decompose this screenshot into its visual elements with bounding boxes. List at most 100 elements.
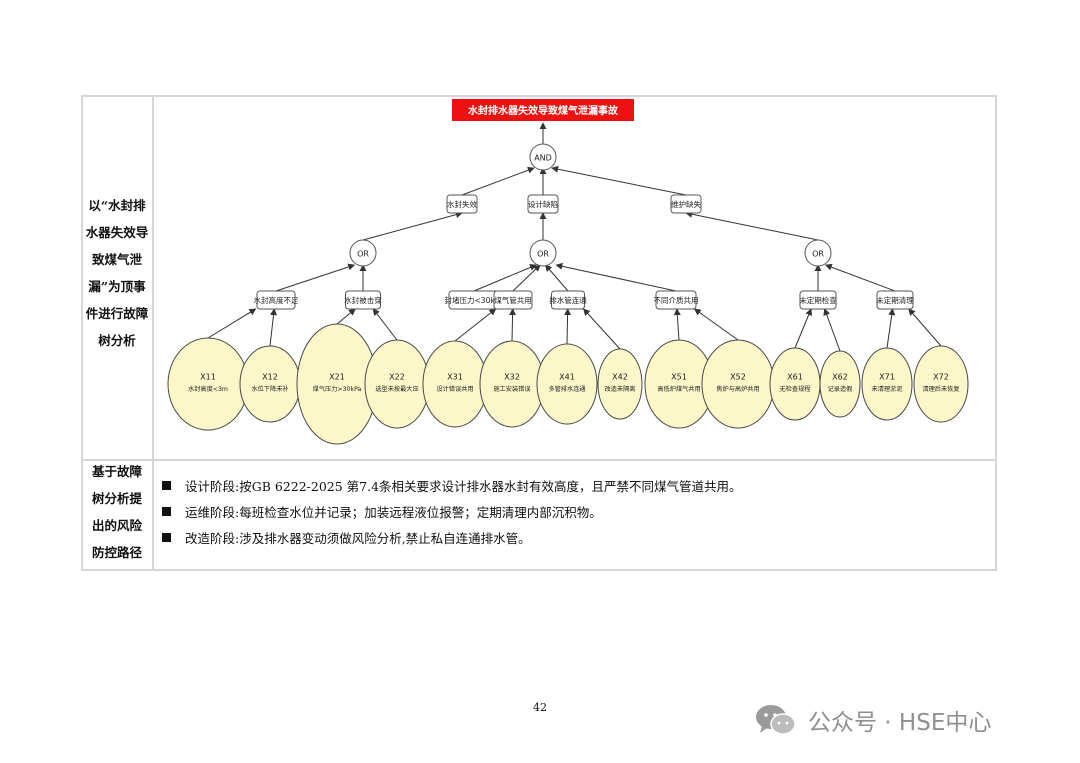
top-event-box: [452, 99, 634, 121]
tree-edge: [207, 308, 257, 339]
basic-event-x41: [536, 343, 598, 425]
tree-edge: [269, 308, 277, 347]
tree-edge: [908, 308, 942, 347]
measure-item-design: 设计阶段:按GB 6222-2025 第7.4条相关要求设计排水器水封有效高度，…: [162, 472, 982, 498]
sub-event-2-4-label: 不同介质共用: [654, 295, 699, 305]
tree-edge: [824, 263, 896, 292]
basic-event-desc: 水封高度<3m: [188, 385, 228, 393]
basic-event-code: X41: [559, 373, 575, 382]
tree-edge: [685, 210, 819, 241]
basic-event-code: X71: [879, 373, 895, 382]
basic-event-code: X31: [447, 373, 463, 382]
and-gate-label: AND: [534, 154, 552, 163]
basic-event-code: X42: [612, 373, 628, 382]
basic-event-desc: 改造未隔离: [605, 385, 636, 393]
tree-edge: [275, 263, 356, 292]
basic-event-code: X61: [787, 373, 803, 382]
square-bullet-icon: [162, 532, 171, 542]
basic-event-x71: [861, 347, 913, 421]
fault-tree-diagram: 水封排水器失效导致煤气泄漏事故AND水封失效OR水封高度不足X11水封高度<3m…: [167, 99, 969, 445]
tree-edge: [564, 308, 572, 345]
sub-event-3-2-label: 未定期清理: [876, 295, 914, 305]
basic-event-code: X12: [262, 373, 278, 382]
measure-text: 改造阶段:涉及排水器变动须做风险分析,禁止私自连通排水管。: [185, 530, 531, 546]
measure-item-operation: 运维阶段:每班检查水位并记录；加装远程液位报警；定期清理内部沉积物。: [162, 498, 982, 524]
square-bullet-icon: [162, 480, 171, 490]
basic-event-desc: 设计错误共用: [436, 385, 473, 393]
or-gate-2: [529, 239, 557, 267]
basic-event-code: X52: [730, 373, 746, 382]
tree-edge: [886, 308, 896, 349]
sub-event-1-1: [256, 290, 296, 310]
basic-event-code: X21: [329, 373, 345, 382]
sub-event-2-3: [551, 290, 585, 310]
basic-event-x11: [167, 337, 249, 431]
measure-text: 运维阶段:每班检查水位并记录；加装远程液位报警；定期清理内部沉积物。: [185, 504, 602, 520]
sub-event-3-1-label: 未定期检查: [799, 295, 837, 305]
measure-item-retrofit: 改造阶段:涉及排水器变动须做风险分析,禁止私自连通排水管。: [162, 524, 982, 550]
basic-event-x32: [479, 340, 545, 428]
basic-event-desc: 焦炉与高炉共用: [716, 385, 759, 393]
intermediate-event-2: [527, 194, 559, 214]
basic-event-x72: [913, 345, 969, 423]
basic-event-code: X11: [200, 373, 216, 382]
basic-event-code: X32: [504, 373, 520, 382]
or-gate-2-label: OR: [537, 250, 549, 259]
basic-event-x12: [239, 345, 301, 423]
sub-event-1-1-label: 水封高度不足: [254, 295, 299, 305]
intermediate-event-3-label: 维护缺失: [671, 199, 701, 209]
basic-event-desc: 清理后未恢复: [922, 385, 959, 393]
basic-event-desc: 多管排水连通: [548, 385, 585, 393]
sub-event-2-2: [493, 290, 533, 310]
tree-edge: [693, 308, 739, 341]
sub-event-3-2: [876, 290, 914, 310]
analysis-table: [81, 95, 997, 571]
tree-edge: [473, 264, 537, 292]
tree-edge: [336, 308, 356, 325]
risk-control-measures: 设计阶段:按GB 6222-2025 第7.4条相关要求设计排水器水封有效高度，…: [162, 472, 982, 550]
analysis-row-label: 以“水封排 水器失效导 致煤气泄 漏”为顶事 件进行故障 树分析: [85, 198, 149, 348]
watermark: 公众号 · HSE中心: [754, 700, 991, 740]
table-column-divider: [152, 95, 154, 571]
wechat-icon: [756, 705, 796, 735]
basic-event-x42: [597, 348, 643, 420]
intermediate-event-2-label: 设计缺陷: [528, 199, 558, 209]
basic-event-code: X62: [832, 373, 848, 382]
table-row-divider: [81, 459, 997, 461]
sub-event-3-1: [799, 290, 837, 310]
watermark-text: 公众号 · HSE中心: [808, 710, 992, 736]
or-gate-3: [804, 239, 832, 267]
basic-event-code: X51: [671, 373, 687, 382]
intermediate-event-3: [670, 194, 702, 214]
basic-event-x61: [769, 347, 821, 421]
basic-event-desc: 高低炉煤气共用: [657, 385, 700, 393]
basic-event-desc: 水位下降未补: [251, 385, 288, 393]
sub-event-2-3-label: 排水管连通: [549, 295, 587, 305]
sub-event-1-2: [345, 290, 381, 310]
square-bullet-icon: [162, 506, 171, 516]
basic-event-desc: 选型未按最大压: [375, 385, 418, 393]
intermediate-event-1: [446, 194, 478, 214]
tree-edge: [794, 308, 812, 349]
tree-edge: [362, 211, 463, 241]
tree-edge: [372, 308, 398, 341]
and-gate: [529, 143, 557, 171]
basic-event-desc: 无检查规程: [780, 385, 811, 393]
basic-event-desc: 煤气压力>30kPa: [313, 385, 362, 393]
or-gate-1-label: OR: [357, 250, 369, 259]
basic-event-code: X72: [933, 373, 949, 382]
tree-edge: [823, 308, 841, 352]
or-gate-3-label: OR: [812, 250, 824, 259]
basic-event-x52: [701, 339, 775, 429]
sub-event-2-2-label: 煤气管共用: [494, 295, 532, 305]
tree-edge: [509, 308, 517, 342]
page-number: 42: [533, 701, 547, 714]
basic-event-desc: 记录造假: [828, 385, 853, 393]
tree-edge: [555, 262, 677, 292]
top-event-label: 水封排水器失效导致煤气泄漏事故: [467, 104, 619, 117]
measure-text: 设计阶段:按GB 6222-2025 第7.4条相关要求设计排水器水封有效高度，…: [185, 478, 742, 494]
sub-event-2-4: [655, 290, 697, 310]
tree-edge: [454, 308, 497, 342]
tree-edge: [673, 308, 681, 341]
sub-event-1-2-label: 水封被击穿: [344, 295, 382, 305]
